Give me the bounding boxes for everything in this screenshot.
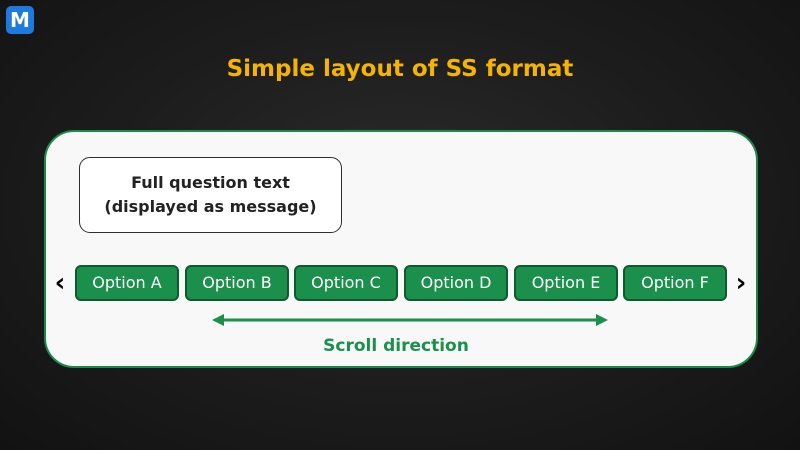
page-title: Simple layout of SS format [226, 56, 574, 82]
brand-logo: M [6, 6, 34, 34]
option-d-button[interactable]: Option D [404, 265, 508, 301]
double-arrow-icon [212, 314, 608, 326]
question-line-2: (displayed as message) [104, 197, 317, 216]
question-line-1: Full question text [131, 173, 290, 192]
scroll-direction-label: Scroll direction [323, 336, 469, 356]
option-b-button[interactable]: Option B [185, 265, 289, 301]
option-c-button[interactable]: Option C [294, 265, 398, 301]
question-message-box: Full question text (displayed as message… [79, 157, 342, 233]
chevron-left-icon[interactable]: ‹ [54, 268, 66, 298]
option-f-button[interactable]: Option F [623, 265, 727, 301]
chevron-right-icon[interactable]: › [735, 268, 747, 298]
option-e-button[interactable]: Option E [514, 265, 618, 301]
option-a-button[interactable]: Option A [75, 265, 179, 301]
